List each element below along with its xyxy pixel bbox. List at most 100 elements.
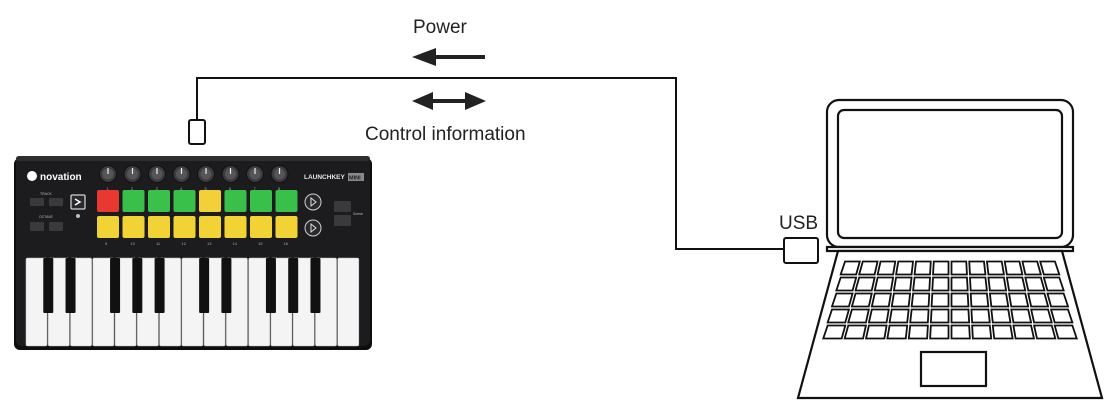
pad-number: 14 [233,241,238,246]
laptop-key [1049,308,1074,324]
usb-label: USB [779,213,818,234]
scene-launch-button-1 [304,193,322,211]
black-key [221,258,232,313]
laptop-key [867,308,890,324]
pad [224,190,247,212]
laptop-key [1046,292,1070,308]
knob-number: 8 [278,186,281,191]
laptop-key [1010,308,1033,324]
laptop-key [950,308,971,324]
pad [173,216,196,238]
laptop-base [796,249,1104,400]
laptop-key [1003,260,1024,276]
laptop-key [988,292,1010,308]
laptop-key [835,276,858,292]
black-key [288,258,299,313]
pad [148,190,170,212]
model-suffix: MINI [349,176,361,182]
laptop-key [1042,276,1065,292]
track-left-button [30,198,44,206]
pad [250,190,272,212]
laptop-key [1012,324,1036,340]
laptop-key [876,260,897,276]
laptop-key [907,324,929,340]
laptop-key [929,308,950,324]
track-right-button [49,198,63,206]
usb-plug [783,237,819,264]
laptop-key [886,324,909,340]
laptop-key [969,276,988,292]
pad [122,216,145,238]
knob-number: 6 [229,186,232,191]
laptop-key [970,308,991,324]
scene-up-button [334,201,351,212]
laptop-key [971,324,993,340]
knob-number: 3 [156,186,159,191]
laptop-icon [796,98,1104,400]
bidirectional-arrow-icon [412,92,486,110]
laptop-key [870,292,892,308]
laptop-key [1032,324,1057,340]
black-key [154,258,165,313]
laptop-key [990,308,1012,324]
laptop-key [1021,260,1043,276]
track-label: TRACK [40,192,53,196]
usb-cable [196,77,784,250]
black-key [43,258,54,313]
knob-number: 7 [254,186,257,191]
pad-number: 10 [131,241,136,246]
pad [250,216,272,238]
knob-number: 2 [131,186,134,191]
laptop-key [932,260,950,276]
white-key [337,257,360,347]
laptop-key [892,276,913,292]
pad-number: 11 [156,241,161,246]
laptop-key [873,276,895,292]
black-key [199,258,210,313]
laptop-key [839,260,861,276]
laptop-key [950,260,968,276]
pad [97,190,119,212]
keyboard-top-bevel [16,156,370,161]
laptop-key [1053,324,1078,340]
pad-number: 12 [182,241,187,246]
control-information-label: Control information [365,124,526,145]
pad-number: 16 [284,241,289,246]
laptop-keyboard [822,260,1078,340]
laptop-key [826,308,851,324]
laptop-key [1005,276,1027,292]
incontrol-button [70,194,86,210]
model-name: LAUNCHKEY [304,174,345,181]
laptop-key [854,276,876,292]
laptop-key [822,324,847,340]
laptop-screen [836,108,1064,240]
laptop-key [913,260,932,276]
laptop-key [1039,260,1061,276]
cable-connector-keyboard [188,119,206,145]
octave-label: OCTAVE [39,215,54,219]
laptop-key [969,292,990,308]
laptop-key [1024,276,1046,292]
piano-keys [25,257,360,347]
laptop-key [950,276,969,292]
black-key [65,258,76,313]
laptop-key [987,276,1008,292]
pad [224,216,247,238]
pad [148,216,170,238]
power-label: Power [413,17,468,38]
brand-name: novation [40,172,82,183]
pad [122,190,145,212]
scene-down-button [334,215,351,226]
octave-down-button [30,222,44,231]
laptop-key [847,308,870,324]
knob-number: 4 [180,186,183,191]
octave-up-button [49,222,63,231]
laptop-key [991,324,1014,340]
pad-number: 9 [105,241,108,246]
laptop-key [931,276,950,292]
pad [173,190,196,212]
laptop-key [909,308,930,324]
